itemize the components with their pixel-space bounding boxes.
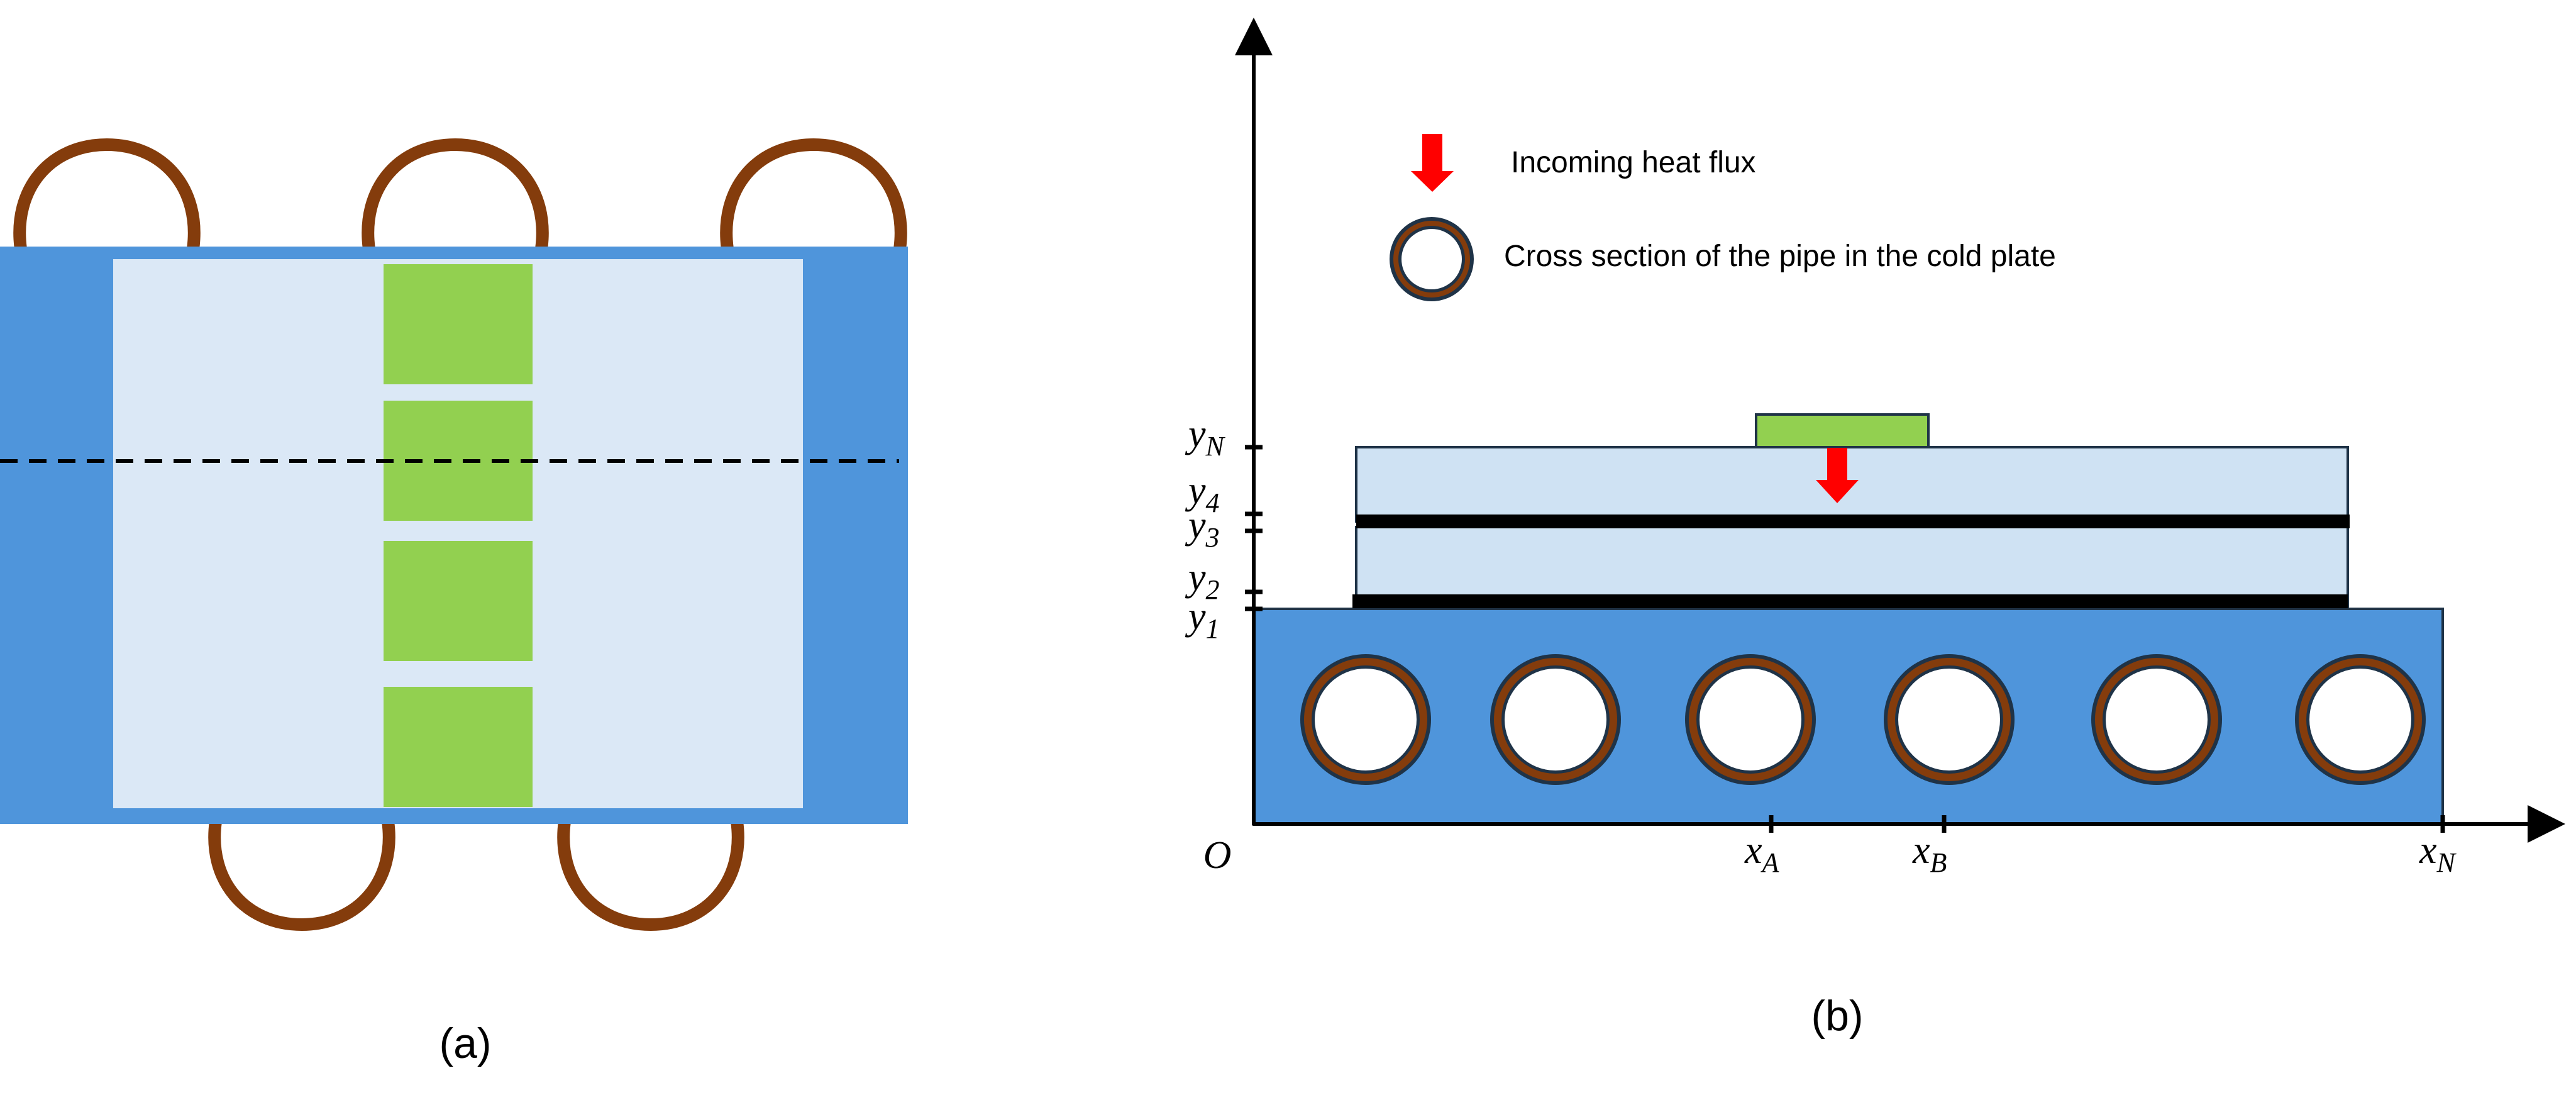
pipe-loops-bottom (208, 820, 744, 932)
chips (384, 264, 533, 807)
legend-pipe-section-label: Cross section of the pipe in the cold pl… (1504, 240, 2056, 273)
x-tick-label-n: xN (2419, 829, 2457, 878)
cold-plate-section (1252, 608, 2444, 825)
caption-b: (b) (1811, 992, 1863, 1040)
chip (384, 687, 533, 807)
y-tick-label-n: yN (1185, 413, 1226, 462)
pipe-loop (557, 820, 744, 932)
caption-a: (a) (439, 1020, 491, 1067)
pipe-cross-section (1884, 654, 2015, 785)
chip (384, 541, 533, 661)
pipe-cross-section (2295, 654, 2426, 785)
chip-section (1755, 413, 1930, 448)
pipe-loop (208, 820, 395, 932)
pipe-cross-section (1490, 654, 1621, 785)
y-tick-label-3: y3 (1185, 504, 1220, 553)
pipe-loop (13, 138, 201, 250)
pipe-cross-section (1300, 654, 1431, 785)
pipe-section-legend-icon (1390, 217, 1474, 301)
pipe-loops-top (13, 138, 907, 250)
x-tick-label-a: xA (1744, 829, 1780, 878)
x-tick-label-b: xB (1912, 829, 1947, 878)
heat-flux-legend-icon (1411, 134, 1454, 192)
y-tick-label-1: y1 (1185, 595, 1220, 644)
legend-heat-flux-label: Incoming heat flux (1511, 146, 1756, 179)
pipe-cross-section (2091, 654, 2222, 785)
thermal-interface-lower (1352, 594, 2348, 608)
origin-label: O (1203, 834, 1232, 877)
pipe-row (1300, 654, 2426, 785)
pipe-loop (720, 138, 907, 250)
y-tick-label-2: y2 (1185, 556, 1220, 605)
legend: Incoming heat flux Cross section of the … (1390, 134, 2056, 301)
pipe-cross-section (1685, 654, 1816, 785)
panel-a: (a) (0, 138, 908, 1067)
heat-flux-arrow (1816, 448, 1859, 503)
pipe-loop (362, 138, 549, 250)
y-tick-label-4: y4 (1185, 469, 1220, 518)
panel-b: Incoming heat flux Cross section of the … (1185, 18, 2565, 1040)
chip (384, 264, 533, 384)
x-tick-marks (1769, 815, 2445, 833)
y-tick-marks (1245, 445, 1263, 611)
thermal-interface-upper (1356, 515, 2350, 528)
